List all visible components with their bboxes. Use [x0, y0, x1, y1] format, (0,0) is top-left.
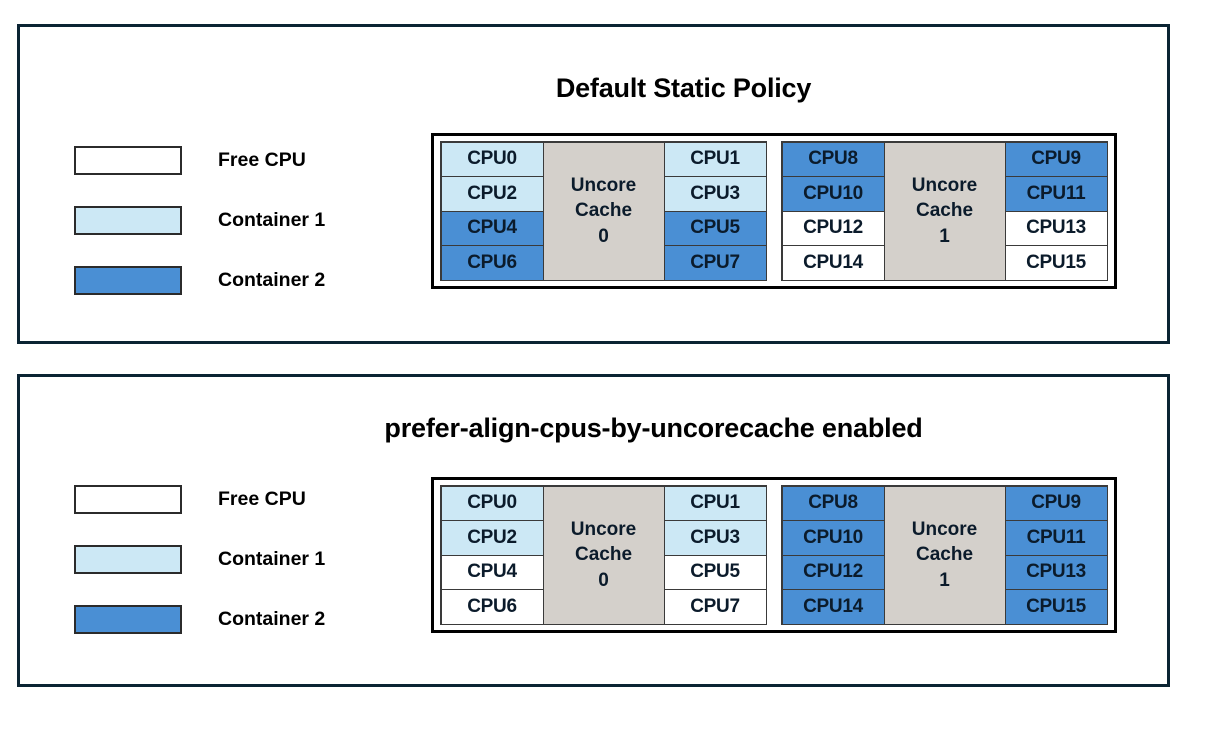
cpu-cell: CPU9 — [1004, 485, 1108, 521]
legend-item-container-1: Container 1 — [74, 529, 325, 589]
cpu-cell: CPU13 — [1004, 210, 1108, 246]
legend: Free CPU Container 1 Container 2 — [74, 130, 325, 310]
panel-default-static-policy: Default Static Policy Free CPU Container… — [17, 24, 1170, 344]
uncore-cache-label-line2: Cache — [915, 544, 974, 566]
cpu-topology-diagram: CPU0 CPU2 CPU4 CPU6 Uncore Cache 0 CPU1 … — [431, 477, 1117, 633]
uncore-group-0: CPU0 CPU2 CPU4 CPU6 Uncore Cache 0 CPU1 … — [440, 141, 767, 281]
cpu-cell: CPU4 — [440, 554, 544, 590]
uncore-cache-label-line1: Uncore — [570, 175, 637, 197]
legend-item-free-cpu: Free CPU — [74, 130, 325, 190]
legend-swatch-free-cpu — [74, 484, 182, 514]
legend-swatch-container-1 — [74, 544, 182, 574]
cpu-cell: CPU2 — [440, 520, 544, 556]
cpu-cell: CPU4 — [440, 210, 544, 246]
cpu-cell: CPU9 — [1004, 141, 1108, 177]
cpu-cell: CPU15 — [1004, 589, 1108, 625]
uncore-cache-label-line1: Uncore — [570, 519, 637, 541]
cpu-cell: CPU7 — [663, 245, 767, 281]
cpu-cell: CPU3 — [663, 520, 767, 556]
page-title: prefer-align-cpus-by-uncorecache enabled — [384, 413, 923, 443]
cpu-column-right: CPU9 CPU11 CPU13 CPU15 — [1004, 485, 1108, 625]
cpu-topology-diagram: CPU0 CPU2 CPU4 CPU6 Uncore Cache 0 CPU1 … — [431, 133, 1117, 289]
uncore-cache-label-line2: Cache — [574, 200, 633, 222]
cpu-column-left: CPU8 CPU10 CPU12 CPU14 — [781, 141, 885, 281]
uncore-cache-index: 0 — [598, 225, 609, 247]
cpu-cell: CPU5 — [663, 554, 767, 590]
cpu-cell: CPU5 — [663, 210, 767, 246]
panel-prefer-align-cpus-by-uncorecache: prefer-align-cpus-by-uncorecache enabled… — [17, 374, 1170, 687]
uncore-cache-label-line1: Uncore — [911, 175, 978, 197]
cpu-cell: CPU10 — [781, 176, 885, 212]
cpu-column-right: CPU1 CPU3 CPU5 CPU7 — [663, 141, 767, 281]
legend-label-free-cpu: Free CPU — [218, 487, 306, 510]
cpu-cell: CPU7 — [663, 589, 767, 625]
legend-item-container-1: Container 1 — [74, 190, 325, 250]
cpu-cell: CPU8 — [781, 141, 885, 177]
legend-swatch-container-2 — [74, 265, 182, 295]
cpu-cell: CPU0 — [440, 485, 544, 521]
cpu-cell: CPU11 — [1004, 176, 1108, 212]
uncore-cache-block: Uncore Cache 0 — [542, 485, 665, 625]
cpu-cell: CPU14 — [781, 589, 885, 625]
uncore-cache-block: Uncore Cache 1 — [883, 141, 1006, 281]
cpu-cell: CPU13 — [1004, 554, 1108, 590]
cpu-cell: CPU6 — [440, 589, 544, 625]
uncore-cache-index: 0 — [598, 569, 609, 591]
cpu-cell: CPU10 — [781, 520, 885, 556]
legend-swatch-container-1 — [74, 205, 182, 235]
cpu-cell: CPU14 — [781, 245, 885, 281]
cpu-column-right: CPU9 CPU11 CPU13 CPU15 — [1004, 141, 1108, 281]
uncore-cache-index: 1 — [939, 569, 950, 591]
cpu-cell: CPU3 — [663, 176, 767, 212]
legend: Free CPU Container 1 Container 2 — [74, 469, 325, 649]
cpu-cell: CPU12 — [781, 554, 885, 590]
legend-item-container-2: Container 2 — [74, 250, 325, 310]
uncore-cache-block: Uncore Cache 1 — [883, 485, 1006, 625]
legend-label-container-1: Container 1 — [218, 208, 326, 231]
cpu-cell: CPU1 — [663, 141, 767, 177]
legend-label-container-2: Container 2 — [218, 607, 326, 630]
uncore-group-1: CPU8 CPU10 CPU12 CPU14 Uncore Cache 1 CP… — [781, 485, 1108, 625]
legend-label-container-2: Container 2 — [218, 268, 326, 291]
cpu-cell: CPU15 — [1004, 245, 1108, 281]
uncore-group-0: CPU0 CPU2 CPU4 CPU6 Uncore Cache 0 CPU1 … — [440, 485, 767, 625]
cpu-cell: CPU2 — [440, 176, 544, 212]
legend-label-container-1: Container 1 — [218, 547, 326, 570]
cpu-column-left: CPU0 CPU2 CPU4 CPU6 — [440, 485, 544, 625]
uncore-cache-label-line2: Cache — [574, 544, 633, 566]
cpu-column-left: CPU0 CPU2 CPU4 CPU6 — [440, 141, 544, 281]
cpu-column-left: CPU8 CPU10 CPU12 CPU14 — [781, 485, 885, 625]
cpu-cell: CPU12 — [781, 210, 885, 246]
uncore-cache-index: 1 — [939, 225, 950, 247]
legend-swatch-free-cpu — [74, 145, 182, 175]
legend-label-free-cpu: Free CPU — [218, 148, 306, 171]
legend-item-free-cpu: Free CPU — [74, 469, 325, 529]
cpu-cell: CPU0 — [440, 141, 544, 177]
page-title: Default Static Policy — [555, 73, 812, 103]
legend-swatch-container-2 — [74, 604, 182, 634]
cpu-column-right: CPU1 CPU3 CPU5 CPU7 — [663, 485, 767, 625]
uncore-group-1: CPU8 CPU10 CPU12 CPU14 Uncore Cache 1 CP… — [781, 141, 1108, 281]
uncore-cache-label-line2: Cache — [915, 200, 974, 222]
uncore-cache-label-line1: Uncore — [911, 519, 978, 541]
uncore-cache-block: Uncore Cache 0 — [542, 141, 665, 281]
cpu-cell: CPU8 — [781, 485, 885, 521]
cpu-cell: CPU1 — [663, 485, 767, 521]
cpu-cell: CPU6 — [440, 245, 544, 281]
cpu-cell: CPU11 — [1004, 520, 1108, 556]
legend-item-container-2: Container 2 — [74, 589, 325, 649]
